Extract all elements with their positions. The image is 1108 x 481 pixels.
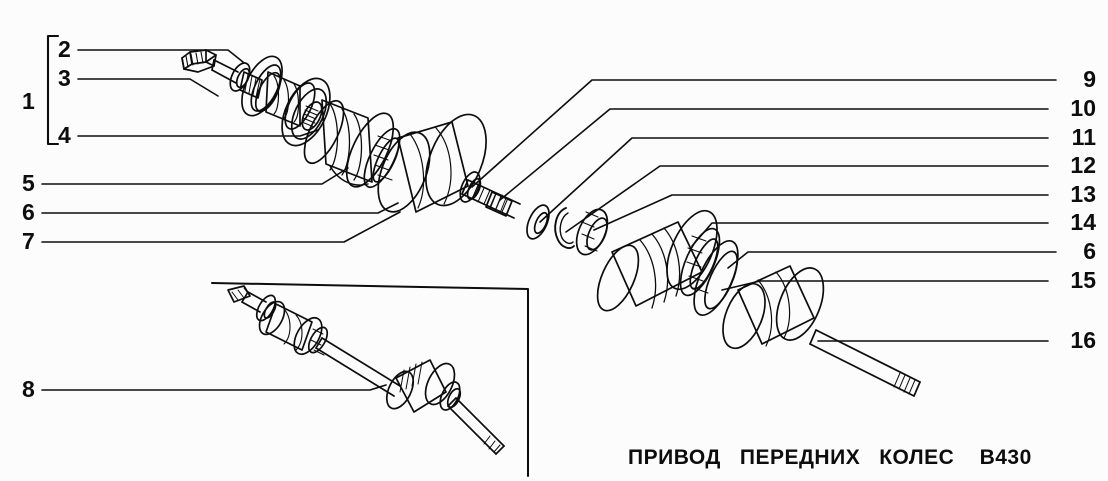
leader-line-8 (41, 384, 387, 391)
assembly-8-inner-boot (258, 300, 323, 356)
part-output-shaft (809, 329, 921, 397)
label-2: 2 (58, 36, 71, 62)
figure-caption: ПРИВОД ПЕРЕДНИХ КОЛЕС B430 (628, 446, 1032, 469)
leader-line-7 (41, 211, 401, 243)
assembly-8-shaft (315, 337, 401, 397)
part-snap-ring (554, 207, 575, 249)
label-11: 11 (1071, 124, 1096, 150)
part-small-bellows (254, 71, 316, 130)
label-13: 13 (1070, 181, 1096, 207)
leader-line-15 (721, 280, 1049, 291)
leader-line-6 (41, 202, 399, 214)
label-6: 6 (22, 199, 35, 225)
part-clamp-ring-left (363, 127, 401, 189)
leader-line-9 (471, 79, 1057, 188)
label-12: 12 (1070, 152, 1096, 178)
part-shaft-collar (459, 171, 482, 203)
part-retaining-ring-outer (241, 55, 283, 117)
label-9: 9 (1083, 66, 1096, 92)
leader-line-6-right (727, 251, 1057, 269)
label-7: 7 (22, 228, 35, 254)
label-4: 4 (58, 122, 71, 148)
label-10: 10 (1070, 95, 1096, 121)
leader-line-5 (41, 167, 349, 185)
assembly-8-inner-end (227, 285, 267, 313)
bracket-group-1 (46, 34, 60, 146)
leader-line-3 (77, 78, 219, 97)
label-1: 1 (22, 88, 35, 114)
leader-line-4 (77, 129, 319, 137)
leader-line-10 (499, 108, 1049, 201)
leader-line-11 (539, 137, 1049, 223)
label-14: 14 (1070, 209, 1096, 235)
part-main-cv-housing (377, 113, 487, 213)
part-washer (526, 204, 550, 240)
assembly-8-output-stub (447, 397, 505, 455)
part-split-retaining-ring (693, 240, 739, 316)
part-clamp-ring-right (679, 227, 721, 297)
leader-line-2 (77, 49, 244, 63)
label-15: 15 (1070, 267, 1096, 293)
assembly-8-small-clamp (307, 326, 329, 356)
label-6-right: 6 (1083, 238, 1096, 264)
label-8: 8 (22, 376, 35, 402)
label-3: 3 (58, 65, 71, 91)
label-5: 5 (22, 170, 35, 196)
bracket-group-8 (211, 282, 529, 477)
assembly-8-outer-joint (385, 359, 456, 413)
label-16: 16 (1070, 327, 1096, 353)
part-large-bellows-left (303, 99, 395, 188)
part-knurled-sleeve (485, 191, 513, 217)
leader-line-12 (565, 165, 1049, 233)
leader-line-13 (593, 194, 1049, 231)
leader-line-14 (691, 222, 1049, 247)
part-outer-cv-housing (722, 265, 825, 350)
part-nut (181, 49, 217, 73)
